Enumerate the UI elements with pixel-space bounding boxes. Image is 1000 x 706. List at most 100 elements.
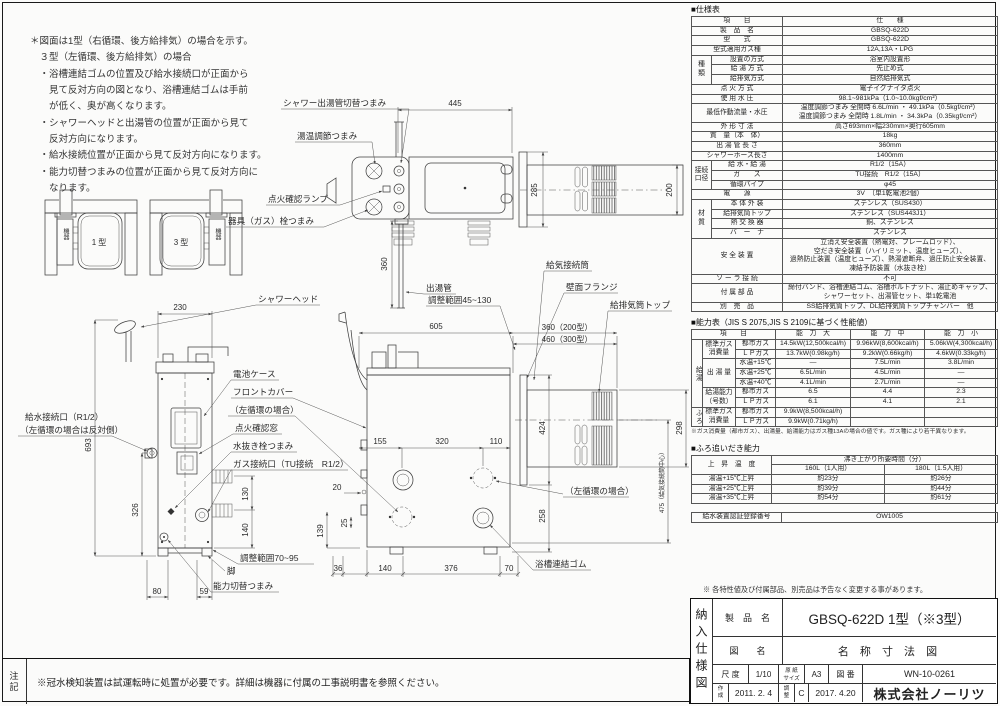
cap-sub: 水温+40℃ — [735, 377, 776, 389]
cap-value: 6.5 — [775, 387, 851, 399]
adj-range-front-label: 調整範囲70~95 — [240, 552, 299, 563]
bath-value: 約44分 — [884, 483, 998, 495]
spec-value: 1400mm — [782, 150, 998, 162]
cap-label: 給湯能力 （号数） — [702, 387, 736, 408]
svg-text:376: 376 — [444, 564, 458, 573]
svg-text:230: 230 — [173, 303, 187, 312]
cap-sub: ＬＰガス — [735, 416, 776, 428]
footnote-text: ※冠水検知装置は試運転時に処置が必要です。詳細は機器に付属の工事説明書を参照くだ… — [37, 677, 445, 689]
svg-text:200: 200 — [665, 183, 674, 197]
cap-label: 出 湯 量 — [702, 358, 736, 389]
battery-case-label: 電池ケース — [233, 368, 276, 379]
spec-value: φ45 — [782, 179, 998, 191]
svg-text:424: 424 — [538, 421, 547, 435]
spec-value: 先止め式 — [782, 64, 998, 76]
equipment-label: 機器 — [62, 227, 69, 241]
cap-value: 9.2kW(0.66kg/h) — [850, 348, 925, 360]
wall-flange-label: 壁面フランジ — [566, 281, 618, 292]
cap-value: ― — [775, 358, 851, 370]
spec-label: 電 源 — [691, 189, 783, 201]
water-inlet-label-2: （左循環の場合は反対側） — [20, 424, 123, 435]
cap-value: 9.9kW(0.71kg/h) — [775, 416, 851, 428]
company-logo: 株式会社ノーリツ — [873, 686, 986, 702]
cap-value: 9.9kW(8,500kcal/h) — [775, 406, 851, 418]
drawing-notes: ＊図面は1型（右循環、後方給排気）の場合を示す。 ３型（左循環、後方給排気）の場… — [30, 36, 267, 194]
bath-col-180: 180L（1.5人用） — [884, 464, 998, 476]
spec-label: 型式適用ガス種 — [691, 45, 783, 56]
cap-value: 4.5L/min — [850, 368, 925, 379]
cap-value: 3.8L/min — [924, 358, 998, 370]
created-label: 作 成 — [713, 684, 729, 702]
spec-label: 製 品 名 — [691, 25, 783, 37]
spec-label: 給 湯 方 式 — [711, 64, 783, 76]
technical-drawing: 機器 1型 機器 3型 — [18, 97, 689, 600]
spec-value: 不可 — [782, 273, 998, 285]
svg-text:59: 59 — [200, 587, 209, 596]
side-view — [338, 311, 660, 555]
cap-value: 4.6kW(0.33kg/h) — [924, 348, 998, 360]
cap-sub: 水温+15℃ — [735, 358, 776, 370]
type3-label: 3型 — [174, 238, 190, 247]
cap-value: 4.4 — [850, 387, 925, 399]
cap-value: 2.1 — [924, 397, 998, 408]
leg-label: 脚 — [227, 566, 236, 576]
tub-diagram-type1: 機器 1型 — [44, 189, 138, 276]
water-inlet-label-1: 給水接続口（R1/2） — [25, 411, 103, 422]
capacity-note: ※ガス消費量（都市ガス）、出湯量、給湯能力はガス種13Aの場合の値です。ガス種に… — [691, 429, 970, 436]
svg-text:475（給気接続筒中心）: 475（給気接続筒中心） — [658, 449, 666, 513]
spec-value: 銅、ステンレス — [782, 218, 998, 230]
adj-range-top-label: 調整範囲45~130 — [428, 294, 492, 305]
spec-value: ステンレス（SUS430） — [782, 199, 998, 210]
cap-value: 6.5L/min — [775, 368, 851, 379]
svg-text:139: 139 — [316, 524, 325, 538]
cap-value: 9.96kW(8,600kcal/h) — [850, 339, 925, 350]
side-view-dims: 605 360（200型） 460（300型） 424 258 298 475（… — [316, 322, 689, 577]
temp-knob-label: 湯温調節つまみ — [297, 130, 358, 141]
spec-label: バ ー ナ — [711, 228, 783, 239]
spec-value: 電子イグナイタ点火 — [782, 83, 998, 95]
cap-group-furo: ふろ — [691, 406, 703, 428]
bath-value: 約26分 — [884, 474, 998, 485]
pilot-window-label: 点火確認窓 — [235, 422, 278, 433]
spec-value: GBSQ-622D — [782, 35, 998, 47]
spec-label: 別 売 品 — [691, 301, 783, 313]
spec-label: ソ ー ラ 接 続 — [691, 273, 783, 285]
spec-value: ステンレス（SUS443J1） — [782, 208, 998, 220]
cap-header-large: 能 力 大 — [775, 329, 851, 340]
gas-connection-label: ガス接続口（TU接続 R1/2） — [233, 458, 349, 469]
spec-value: 温度調節つまみ 全開時 6.6L/min ・ 49.1kPa（0.5kgf/cm… — [782, 103, 998, 123]
svg-text:298: 298 — [675, 421, 684, 435]
cap-label: 標準ガス 消費量 — [702, 338, 736, 360]
capacity-knob-label: 能力切替つまみ — [213, 580, 274, 591]
spec-value: GBSQ-622D — [782, 25, 998, 37]
bath-table: 上 昇 温 度沸き上がり所要時間（分） 160L（1人用）180L（1.5人用）… — [691, 454, 998, 505]
svg-text:130: 130 — [241, 487, 250, 501]
spec-label: 給排気方式 — [711, 74, 783, 85]
svg-text:360: 360 — [380, 257, 389, 271]
spec-label: 給排気筒トップ — [711, 208, 783, 220]
tub-rubber-label: 浴槽連結ゴム — [535, 558, 587, 569]
top-view — [326, 121, 684, 309]
spec-header-value: 仕 様 — [782, 16, 998, 27]
product-name-label: 製 品 名 — [713, 599, 783, 637]
shower-switch-knob-label: シャワー出湯管切替つまみ — [283, 97, 387, 108]
drawing-name-label: 図 名 — [713, 637, 783, 665]
shower-head-label: シャワーヘッド — [258, 294, 318, 304]
spec-label: 熱 交 換 器 — [711, 218, 783, 230]
spec-group-conn: 接続口径 — [691, 160, 712, 191]
bath-value: 約39分 — [771, 483, 885, 495]
bath-value: 約23分 — [771, 474, 885, 485]
bath-header-time: 沸き上がり所要時間（分） — [771, 454, 998, 466]
cap-label: 標準ガス 消費量 — [702, 406, 736, 428]
spec-value: SS給排気筒トップ、DL給排気筒トップチャンバー 他 — [782, 301, 998, 313]
top-view-callouts: シャワー出湯管切替つまみ 湯温調節つまみ 点火確認ランプ 器具（ガス）栓つまみ … — [226, 97, 672, 393]
title-block: 納入仕様図 製 品 名 GBSQ-622D 1型（※3型） 図 名 名 称 寸 … — [690, 598, 998, 704]
spec-value: 自然給排気式 — [782, 74, 998, 85]
drain-plug-label: 水抜き栓つまみ — [233, 440, 294, 451]
drawing-name-value: 名 称 寸 法 図 — [783, 637, 996, 665]
spec-label: 安 全 装 置 — [691, 237, 783, 275]
spec-value: 立消え安全装置（熱電対、フレームロッド）、 空だき安全装置（ハイリミット、温度ヒ… — [782, 237, 998, 275]
vent-top-label: 給排気筒トップ — [610, 299, 671, 310]
spec-header-item: 項 目 — [691, 16, 783, 27]
